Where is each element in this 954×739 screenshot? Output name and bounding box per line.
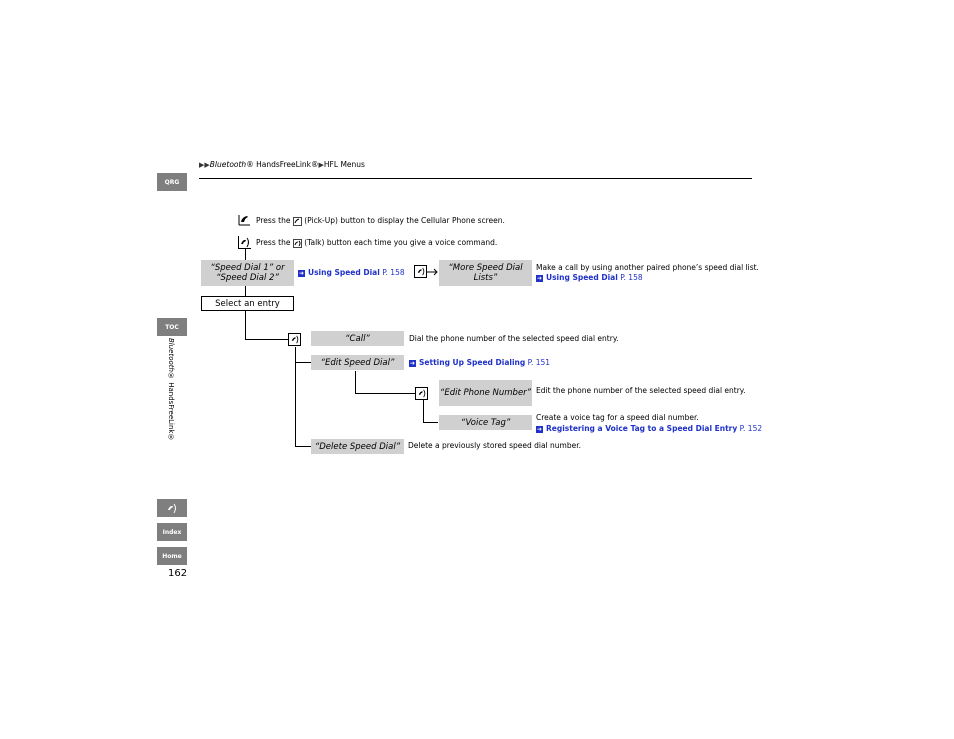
talk-icon bbox=[168, 503, 176, 513]
page-number: 162 bbox=[168, 568, 188, 579]
index-tab[interactable]: Index bbox=[157, 523, 187, 541]
edit-phone-number-description: Edit the phone number of the selected sp… bbox=[536, 386, 746, 395]
connector-line bbox=[245, 286, 246, 296]
chapter-title-rest: ® HandsFreeLink® bbox=[167, 371, 175, 442]
talk-icon bbox=[288, 333, 301, 346]
select-entry-box: Select an entry bbox=[201, 296, 294, 311]
more-lists-description: Make a call by using another paired phon… bbox=[536, 263, 759, 272]
arrow-icon bbox=[427, 268, 438, 276]
pickup-icon bbox=[238, 213, 251, 226]
breadcrumb-part-3: HFL Menus bbox=[323, 160, 365, 169]
ref-page[interactable]: P. 151 bbox=[527, 358, 551, 367]
registering-voice-tag-ref[interactable]: ➜Registering a Voice Tag to a Speed Dial… bbox=[536, 424, 762, 433]
reference-arrow-icon: ➜ bbox=[298, 269, 305, 277]
talk-suffix: (Talk) button each time you give a voice… bbox=[304, 238, 498, 247]
using-speed-dial-ref[interactable]: ➜Using Speed Dial P. 158 bbox=[298, 268, 405, 277]
connector-line bbox=[295, 347, 296, 446]
talk-prefix: Press the bbox=[256, 238, 291, 247]
talk-icon bbox=[415, 387, 428, 400]
ref-page[interactable]: P. 158 bbox=[382, 268, 405, 277]
pickup-prefix: Press the bbox=[256, 216, 291, 225]
breadcrumb-part-2[interactable]: ® HandsFreeLink® bbox=[246, 160, 319, 169]
delete-speed-dial-command: “Delete Speed Dial” bbox=[311, 439, 404, 454]
ref-label[interactable]: Using Speed Dial bbox=[546, 273, 618, 282]
speed-dial-command: “Speed Dial 1” or “Speed Dial 2” bbox=[201, 260, 294, 286]
qrg-tab[interactable]: QRG bbox=[157, 173, 187, 191]
chapter-title: Bluetooth® HandsFreeLink® bbox=[167, 338, 175, 441]
reference-arrow-icon: ➜ bbox=[536, 425, 543, 433]
ref-page[interactable]: P. 152 bbox=[739, 424, 763, 433]
ref-label[interactable]: Using Speed Dial bbox=[308, 268, 380, 277]
reference-arrow-icon: ➜ bbox=[409, 359, 416, 367]
chapter-title-italic: Bluetooth bbox=[167, 338, 175, 372]
breadcrumb-arrow-icon: ▶ bbox=[318, 161, 324, 169]
talk-icon bbox=[238, 236, 251, 249]
talk-icon bbox=[292, 238, 302, 248]
ref-label[interactable]: Setting Up Speed Dialing bbox=[419, 358, 526, 367]
pickup-suffix: (Pick-Up) button to display the Cellular… bbox=[304, 216, 505, 225]
more-lists-command: “More Speed Dial Lists” bbox=[439, 260, 532, 286]
toc-tab[interactable]: TOC bbox=[157, 318, 187, 336]
connector-line bbox=[295, 362, 311, 363]
pickup-instruction: Press the (Pick-Up) button to display th… bbox=[256, 216, 505, 226]
breadcrumb-arrow-icon: ▶▶ bbox=[199, 161, 210, 169]
breadcrumb-part-1[interactable]: Bluetooth bbox=[209, 160, 247, 169]
edit-speed-dial-command: “Edit Speed Dial” bbox=[311, 355, 404, 370]
connector-line bbox=[355, 393, 415, 394]
connector-line bbox=[245, 249, 246, 260]
connector-line bbox=[245, 311, 246, 339]
call-description: Dial the phone number of the selected sp… bbox=[409, 334, 619, 343]
home-tab[interactable]: Home bbox=[157, 547, 187, 565]
chapter-tab[interactable] bbox=[157, 499, 187, 517]
voice-tag-description: Create a voice tag for a speed dial numb… bbox=[536, 413, 699, 422]
breadcrumb: ▶▶Bluetooth® HandsFreeLink®▶HFL Menus bbox=[199, 160, 365, 169]
pickup-icon bbox=[292, 216, 302, 226]
talk-instruction: Press the (Talk) button each time you gi… bbox=[256, 238, 497, 248]
connector-line bbox=[245, 339, 288, 340]
voice-tag-command: “Voice Tag” bbox=[439, 415, 532, 430]
header-divider bbox=[199, 178, 752, 179]
ref-label[interactable]: Registering a Voice Tag to a Speed Dial … bbox=[546, 424, 738, 433]
using-speed-dial-ref-2[interactable]: ➜Using Speed Dial P. 158 bbox=[536, 273, 643, 282]
talk-icon bbox=[414, 265, 427, 278]
ref-page[interactable]: P. 158 bbox=[620, 273, 643, 282]
reference-arrow-icon: ➜ bbox=[536, 274, 543, 282]
call-command: “Call” bbox=[311, 331, 404, 346]
connector-line bbox=[295, 446, 311, 447]
connector-line bbox=[423, 422, 438, 423]
edit-phone-number-command: “Edit Phone Number” bbox=[439, 380, 532, 406]
delete-description: Delete a previously stored speed dial nu… bbox=[408, 441, 582, 450]
connector-line bbox=[355, 371, 356, 393]
setting-up-speed-dialing-ref[interactable]: ➜Setting Up Speed Dialing P. 151 bbox=[409, 358, 550, 367]
connector-line bbox=[423, 400, 424, 422]
